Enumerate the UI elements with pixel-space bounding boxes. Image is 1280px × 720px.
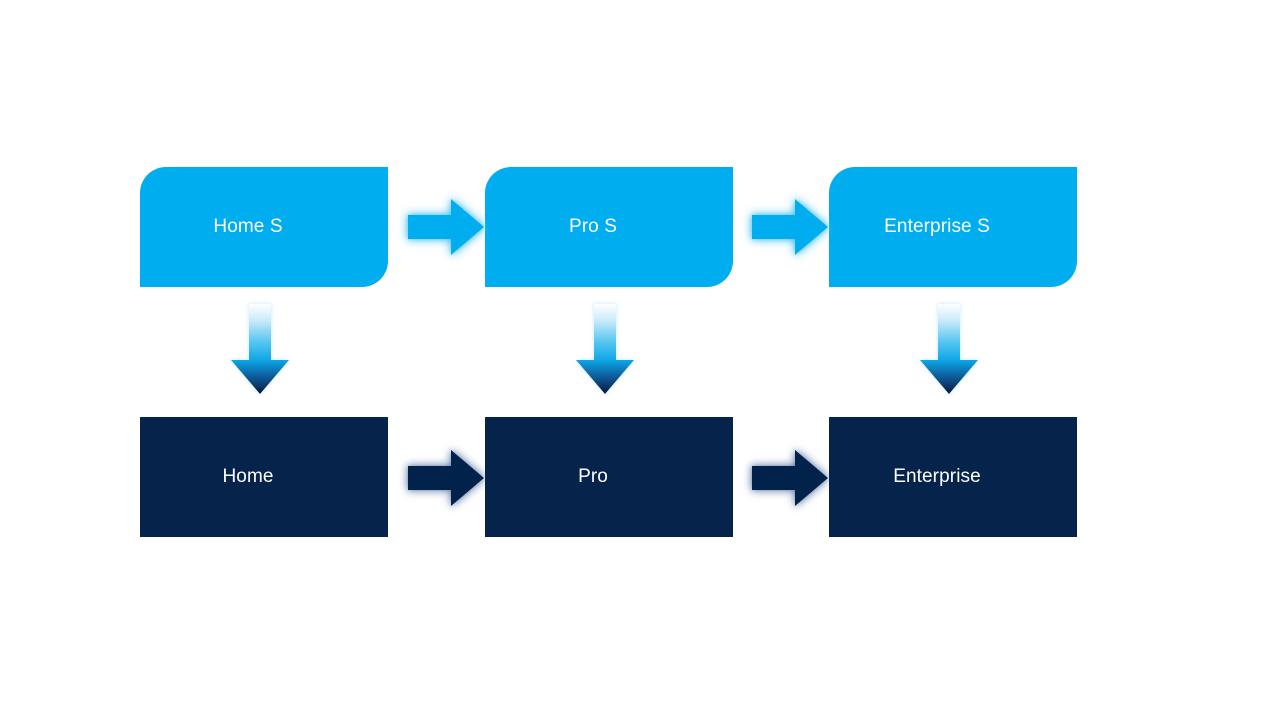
node-pro-label: Pro xyxy=(578,465,608,487)
node-pro-s-label: Pro S xyxy=(568,215,618,237)
node-home-s-label: Home S xyxy=(213,215,283,237)
arrow-down-icon-pro-s-to-pro xyxy=(567,298,643,402)
node-enterprise-s-label: Enterprise S xyxy=(884,215,990,237)
node-pro[interactable]: Pro xyxy=(485,417,733,537)
node-home-label: Home xyxy=(222,465,274,487)
node-enterprise-label: Enterprise xyxy=(893,465,981,487)
node-enterprise[interactable]: Enterprise xyxy=(829,417,1077,537)
arrow-down-icon-home-s-to-home xyxy=(222,298,298,402)
node-pro-s[interactable]: Pro S xyxy=(485,167,733,287)
arrow-down-icon-enterprise-s-to-enterprise xyxy=(911,298,987,402)
node-home[interactable]: Home xyxy=(140,417,388,537)
node-enterprise-s[interactable]: Enterprise S xyxy=(829,167,1077,287)
node-home-s[interactable]: Home S xyxy=(140,167,388,287)
